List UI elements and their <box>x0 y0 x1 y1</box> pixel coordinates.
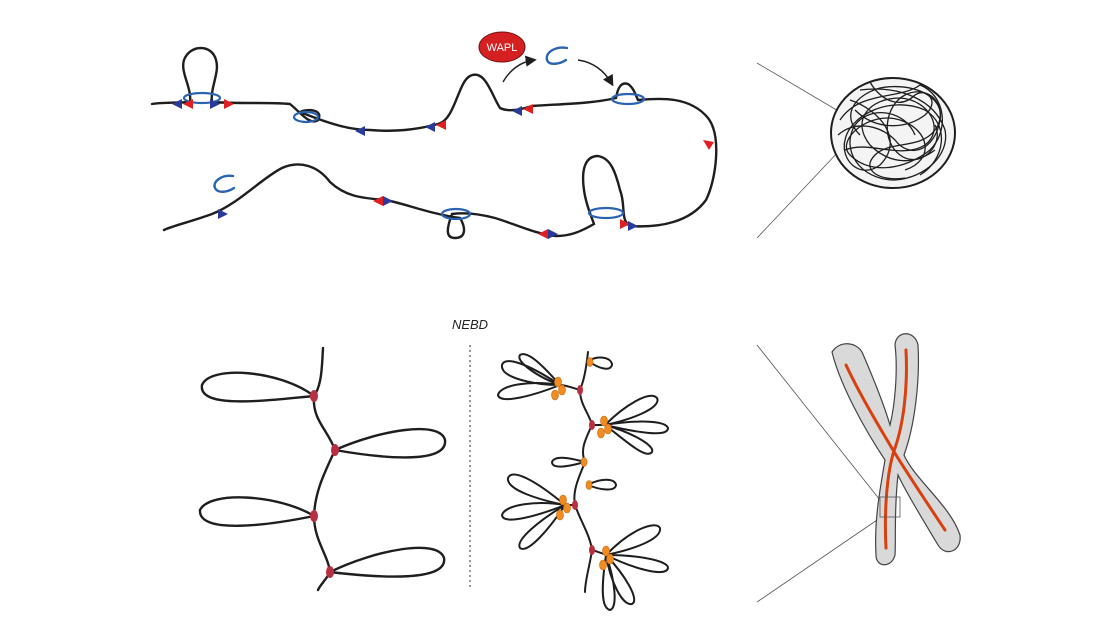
ctcf-sites <box>172 99 714 239</box>
ctcf-arrowhead-icon <box>425 122 435 132</box>
wapl-ellipse-icon <box>478 31 526 63</box>
wapl-group: WAPL <box>478 31 526 63</box>
condensin-ii-icon <box>326 566 334 578</box>
zoom-line <box>756 149 841 239</box>
condensin-i-icon <box>551 389 559 401</box>
zoom-line <box>756 517 881 603</box>
condensin-i-icon <box>580 457 588 467</box>
condensin-ii-complexes <box>310 390 339 578</box>
cohesin-ring-icon <box>587 206 625 220</box>
condensin-ii-icon <box>331 444 339 456</box>
mitotic-chromosome <box>756 333 961 603</box>
condensin-ii-icon <box>310 510 318 522</box>
condensin-ii-icon <box>310 390 318 402</box>
loop-left-2 <box>198 496 316 527</box>
cohesin-ring-icon <box>610 92 646 106</box>
cohesin-open-icon <box>545 46 569 65</box>
condensin-ii-icon <box>589 545 595 555</box>
condensin-i-icon <box>586 357 594 367</box>
ctcf-arrowhead-icon <box>538 229 548 239</box>
release-arrows <box>502 55 614 87</box>
ctcf-arrowhead-icon <box>512 106 522 116</box>
tangled-chromatin <box>837 81 947 181</box>
cohesin-open-icon <box>213 174 236 193</box>
ctcf-arrowhead-icon <box>620 219 630 229</box>
chromatin-fiber-upper <box>150 46 718 240</box>
condensin-i-icon <box>602 545 610 557</box>
condensin-ii-icon <box>589 420 595 430</box>
condensin-i-icon <box>604 423 612 435</box>
condensin-i-icon <box>599 559 607 571</box>
ctcf-arrowhead-icon <box>355 126 365 136</box>
wapl-label: WAPL <box>487 42 518 54</box>
condensin-i-icon <box>606 553 614 565</box>
cohesin-ring-icon <box>440 207 472 221</box>
condensin-i-icon <box>554 376 562 388</box>
nested-loops <box>496 351 670 612</box>
cohesin-rings <box>182 91 646 221</box>
cohesin-ring-icon <box>292 110 320 124</box>
ctcf-arrowhead-icon <box>172 99 182 109</box>
ctcf-arrowhead-icon <box>436 120 446 130</box>
condensin-i-icon <box>559 494 567 506</box>
ctcf-arrowhead-icon <box>383 196 393 206</box>
condensin-ii-icon <box>577 385 583 395</box>
condensin-i-icon <box>600 415 608 427</box>
nebd-divider: NEBD <box>452 317 488 590</box>
interphase-panel <box>150 46 718 240</box>
condensin-i-icon <box>563 502 571 514</box>
loop-right-2 <box>328 546 446 578</box>
arrow-icon <box>577 59 614 87</box>
cohesin-ring-icon <box>182 91 222 105</box>
condensin-i-icon <box>558 384 566 396</box>
axis-fiber <box>573 351 594 593</box>
condensin-complexes-mitotic <box>551 357 614 571</box>
ctcf-arrowhead-icon <box>224 99 234 109</box>
interphase-nucleus <box>756 62 956 239</box>
condensin-i-icon <box>585 480 593 490</box>
released-cohesin <box>213 46 569 193</box>
ctcf-arrowhead-icon <box>523 104 533 114</box>
nebd-label: NEBD <box>452 317 488 332</box>
ctcf-arrowhead-icon <box>373 196 383 206</box>
condensin-ii-icon <box>572 500 578 510</box>
condensin-ii-loops <box>198 346 447 592</box>
ctcf-arrowhead-icon <box>548 229 558 239</box>
loop-left-1 <box>200 371 316 403</box>
chromatid-axis <box>883 348 908 550</box>
condensin-i-icon <box>597 427 605 439</box>
ctcf-arrowhead-icon <box>218 209 228 219</box>
ctcf-arrowhead-icon <box>628 221 638 231</box>
ctcf-arrowhead-icon <box>210 99 220 109</box>
zoom-line <box>756 344 881 501</box>
condensin-i-icon <box>556 509 564 521</box>
loop-right-1 <box>333 427 447 459</box>
arrow-icon <box>502 55 537 83</box>
zoom-box <box>879 496 901 518</box>
axis-fiber <box>312 346 337 592</box>
zoom-line <box>756 62 841 113</box>
ctcf-arrowhead-icon <box>183 99 193 109</box>
ctcf-arrowhead-icon <box>703 140 714 150</box>
